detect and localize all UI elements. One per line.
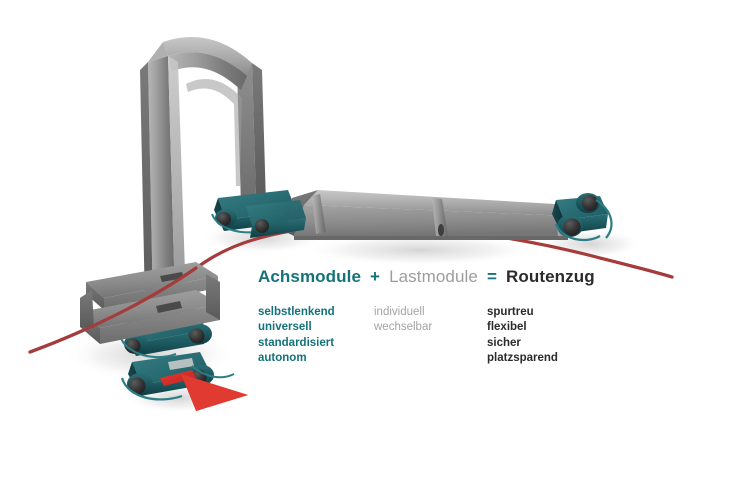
gantry-arch-load-module: [140, 36, 266, 320]
axle-module-bottom: [120, 352, 235, 401]
axle-module-rear-left: [211, 190, 313, 234]
equation-term-achsmodule: Achsmodule: [258, 267, 362, 286]
attribute-item: selbstlenkend: [258, 305, 335, 318]
attribute-item: platzsparend: [487, 352, 558, 365]
attribute-item: sicher: [487, 336, 521, 349]
attribute-item: autonom: [258, 352, 307, 365]
attribute-item: flexibel: [487, 321, 527, 334]
caption-block: Achsmodule + Lastmodule = Routenzug selb…: [258, 267, 598, 367]
attribute-columns: selbstlenkend universell standardisiert …: [258, 305, 598, 367]
equation-operator-plus: +: [370, 267, 381, 286]
stacked-load-module: [80, 262, 220, 344]
attribute-column-routenzug: spurtreu flexibel sicher platzsparend: [487, 305, 597, 367]
attribute-column-lastmodule: individuell wechselbar: [374, 305, 487, 336]
direction-arrow: [160, 370, 248, 411]
axle-module-center: [246, 200, 306, 238]
attribute-item: standardisiert: [258, 336, 335, 349]
attribute-item: individuell: [374, 305, 425, 318]
attribute-item: spurtreu: [487, 305, 534, 318]
axle-module-front-left: [119, 308, 212, 359]
attribute-column-achsmodule: selbstlenkend universell standardisiert …: [258, 305, 374, 367]
equation-row: Achsmodule + Lastmodule = Routenzug: [258, 267, 598, 287]
equation-term-routenzug: Routenzug: [505, 267, 595, 286]
attribute-item: universell: [258, 321, 312, 334]
axle-module-right: [552, 193, 613, 242]
equation-operator-equals: =: [486, 267, 497, 286]
flat-load-module: [286, 190, 572, 240]
attribute-item: wechselbar: [374, 321, 433, 334]
equation-term-lastmodule: Lastmodule: [389, 267, 478, 286]
